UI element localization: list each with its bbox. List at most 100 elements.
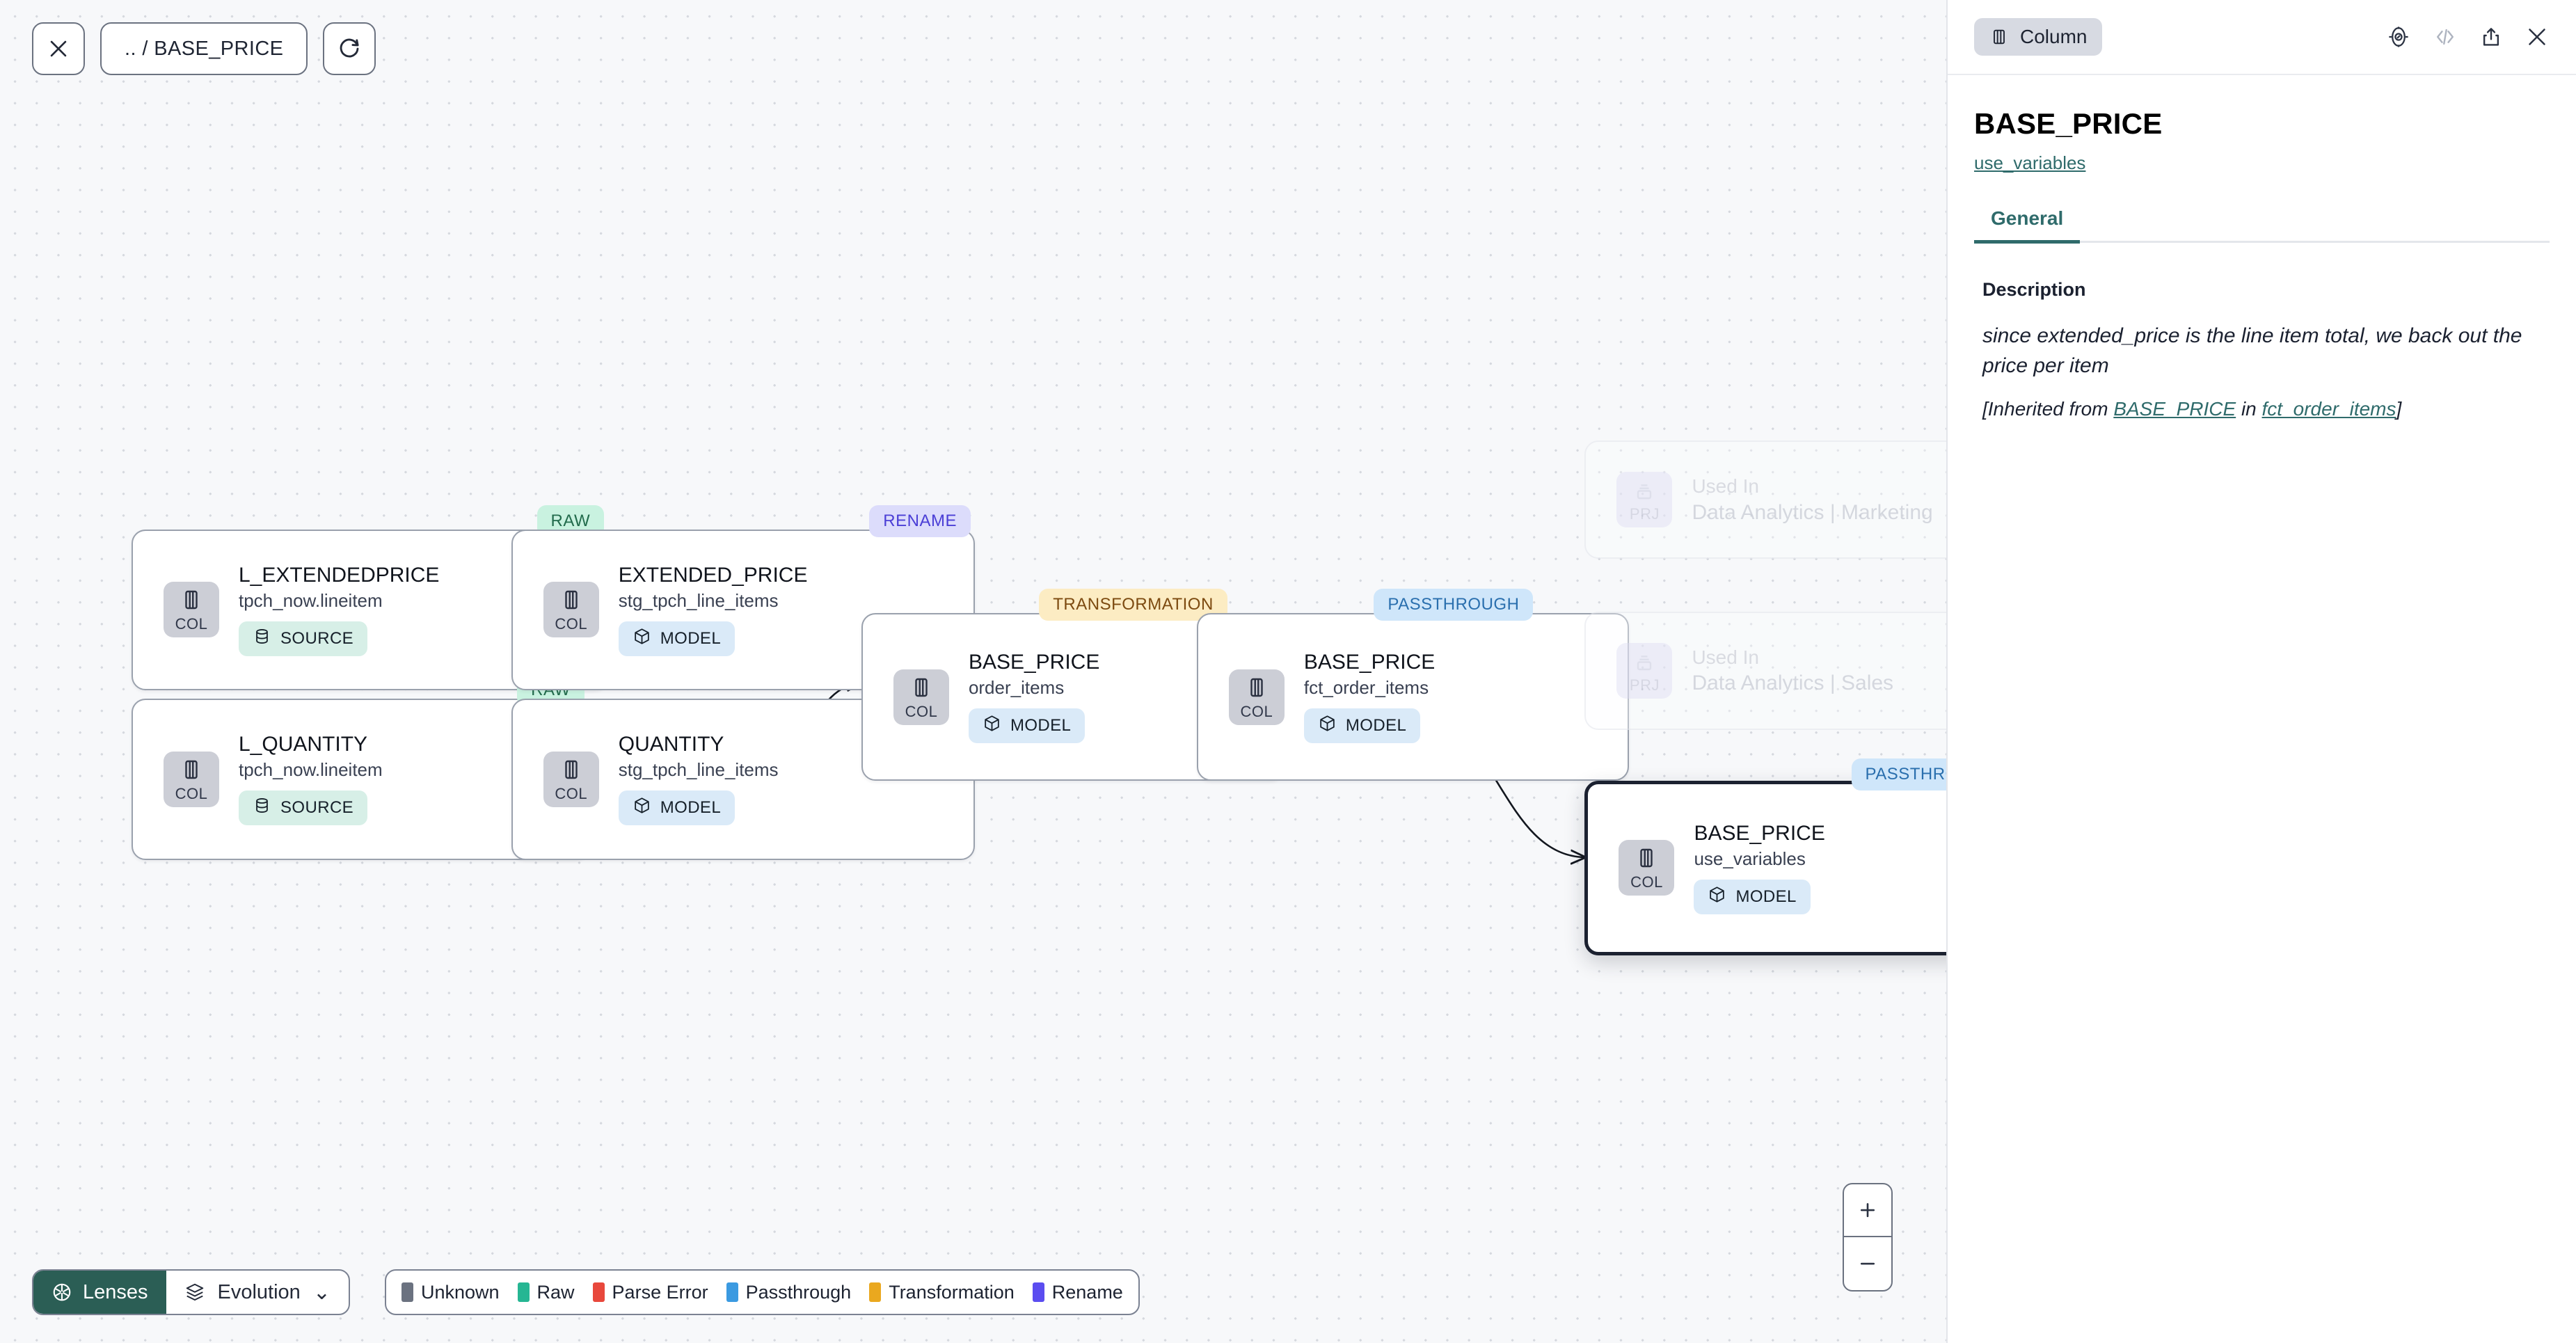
cube-icon (633, 627, 651, 651)
node-kind-badge: SOURCE (239, 790, 368, 826)
refresh-icon (340, 38, 359, 58)
lenses-button[interactable]: Lenses (33, 1271, 166, 1314)
node-tag: TRANSFORMATION (1039, 589, 1227, 621)
inherited-suffix: ] (2396, 398, 2402, 420)
col-type-chip: COL (1228, 669, 1285, 725)
legend-item-unknown[interactable]: Unknown (401, 1282, 500, 1303)
cube-icon (1318, 714, 1337, 738)
chip-label: COL (175, 784, 208, 802)
column-icon (179, 587, 204, 616)
col-type-chip: COL (543, 582, 599, 638)
graph-node-base_price_uv[interactable]: PASSTHROUGHCOLBASE_PRICEuse_variablesMOD… (1584, 758, 1946, 955)
node-title: L_QUANTITY (239, 733, 368, 756)
legend-item-passthrough[interactable]: Passthrough (726, 1281, 852, 1303)
tab-general[interactable]: General (1974, 207, 2081, 244)
column-icon (179, 757, 204, 786)
zoom-controls (1843, 1183, 1893, 1292)
explore-compass-button[interactable] (2387, 25, 2410, 49)
page-title: BASE_PRICE (1974, 107, 2163, 140)
cube-icon (983, 714, 1001, 738)
legend-item-raw[interactable]: Raw (517, 1281, 575, 1303)
node-title: QUANTITY (618, 733, 724, 756)
inherited-model-link[interactable]: fct_order_items (2261, 398, 2396, 420)
chip-label: COL (905, 702, 938, 720)
legend-item-parse-error[interactable]: Parse Error (592, 1281, 708, 1303)
legend-label: Raw (536, 1281, 575, 1303)
inherited-column-link[interactable]: BASE_PRICE (2113, 398, 2236, 420)
prj-type-chip: PRJ (1616, 472, 1673, 528)
close-icon (50, 40, 67, 57)
code-icon (2437, 29, 2454, 45)
node-title: BASE_PRICE (968, 651, 1100, 674)
legend-label: Parse Error (612, 1281, 708, 1303)
prj-type-chip: PRJ (1616, 642, 1673, 699)
evolution-dropdown[interactable]: Evolution ⌄ (166, 1271, 349, 1314)
node-title: BASE_PRICE (1694, 822, 1825, 845)
chip-label: PRJ (1629, 505, 1660, 523)
node-tag: PASSTHROUGH (1851, 758, 1946, 791)
legend-item-transformation[interactable]: Transformation (869, 1282, 1015, 1303)
chip-label: COL (555, 615, 588, 633)
node-subtitle: order_items (968, 676, 1065, 698)
node-subtitle: stg_tpch_line_items (618, 589, 779, 611)
column-icon (559, 757, 584, 786)
column-icon (1994, 29, 2005, 45)
entity-type-label: Column (2020, 26, 2088, 47)
database-icon (253, 627, 271, 651)
legend-label: Rename (1051, 1281, 1123, 1303)
node-title: Used In (1692, 646, 1759, 668)
col-type-chip: COL (1619, 840, 1675, 896)
database-icon (253, 796, 271, 820)
node-title: L_EXTENDEDPRICE (239, 564, 440, 587)
close-icon (2529, 29, 2545, 45)
lineage-legend: Unknown Raw Parse Error Passthrough Transfor… (384, 1269, 1140, 1315)
evolution-label: Evolution (217, 1280, 301, 1303)
entity-type-badge[interactable]: Column (1974, 18, 2103, 56)
column-icon (1634, 845, 1659, 874)
node-kind-label: MODEL (660, 798, 722, 818)
zoom-out-button[interactable] (1844, 1237, 1891, 1290)
share-icon (2483, 28, 2499, 46)
legend-label: Unknown (420, 1281, 500, 1303)
project-icon (1632, 649, 1657, 677)
chevron-down-icon: ⌄ (312, 1280, 331, 1304)
canvas-bottom-bar: Lenses Evolution ⌄ Unknown Raw Parse Error… (32, 1269, 1140, 1315)
zoom-in-button[interactable] (1844, 1184, 1891, 1237)
panel-tabs: General (1974, 207, 2550, 244)
legend-swatch (869, 1282, 882, 1302)
description-label: Description (1982, 279, 2086, 300)
chip-label: COL (175, 615, 208, 633)
parent-model-link[interactable]: use_variables (1974, 152, 2086, 173)
column-icon (559, 587, 584, 616)
legend-item-rename[interactable]: Rename (1032, 1281, 1123, 1303)
close-panel-button[interactable] (2525, 24, 2550, 49)
refresh-button[interactable] (323, 22, 376, 75)
lenses-label: Lenses (83, 1280, 148, 1303)
legend-swatch (401, 1282, 413, 1302)
view-code-button[interactable] (2433, 25, 2458, 49)
col-type-chip: COL (164, 582, 219, 638)
node-subtitle: fct_order_items (1303, 676, 1429, 698)
close-graph-button[interactable] (32, 22, 85, 75)
lineage-canvas[interactable]: .. / BASE_PRICE (0, 0, 1946, 1343)
node-subtitle: stg_tpch_line_items (618, 759, 779, 781)
node-kind-label: MODEL (660, 628, 722, 648)
breadcrumb[interactable]: .. / BASE_PRICE (100, 22, 308, 75)
node-kind-label: SOURCE (280, 628, 354, 648)
legend-swatch (726, 1282, 738, 1302)
node-kind-badge: MODEL (1694, 879, 1811, 914)
legend-label: Passthrough (745, 1281, 852, 1303)
node-kind-label: SOURCE (280, 798, 354, 818)
legend-swatch (517, 1282, 530, 1302)
share-button[interactable] (2480, 25, 2502, 49)
node-kind-badge: MODEL (1303, 708, 1421, 744)
node-title: EXTENDED_PRICE (618, 564, 808, 587)
chip-label: COL (1630, 873, 1663, 891)
